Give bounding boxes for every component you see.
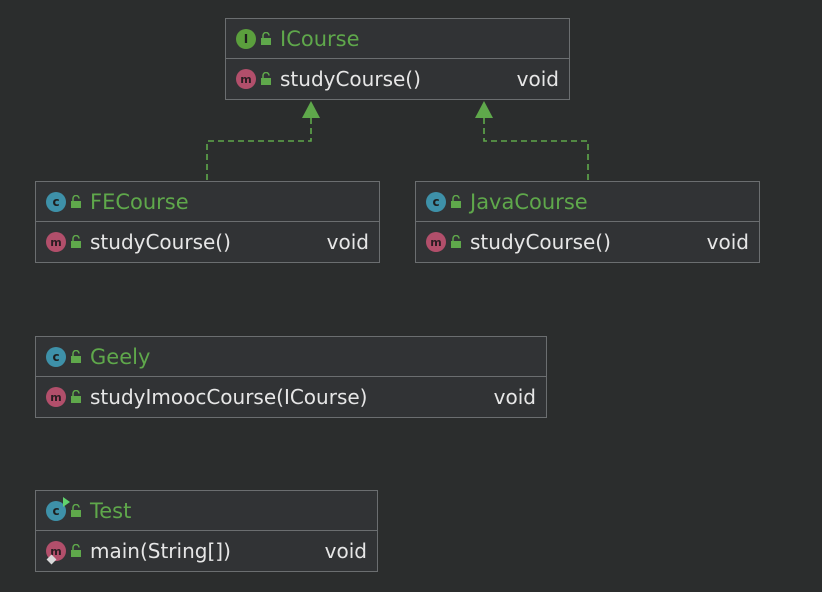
class-name: ICourse: [280, 26, 360, 51]
method-name: studyCourse(): [90, 230, 231, 254]
method-name: studyCourse(): [280, 67, 421, 91]
method-row[interactable]: m studyImoocCourse(ICourse) void: [36, 377, 546, 417]
method-row[interactable]: m studyCourse() void: [36, 222, 379, 262]
class-name: FECourse: [90, 189, 189, 214]
method-return-type: void: [706, 230, 749, 254]
public-visibility-icon: [261, 72, 271, 85]
method-badge-icon: m: [236, 69, 256, 89]
public-visibility-icon: [71, 390, 81, 403]
interface-badge-icon: I: [236, 28, 256, 49]
class-name: JavaCourse: [470, 189, 588, 214]
method-badge-icon: m: [426, 232, 446, 252]
uml-class-test[interactable]: c Test m main(String[]) void: [35, 490, 378, 572]
run-marker-icon: [63, 496, 70, 507]
method-return-type: void: [493, 385, 536, 409]
class-badge-icon: c: [46, 346, 66, 367]
runnable-class-badge-icon: c: [46, 496, 70, 521]
static-method-badge-icon: m: [46, 541, 66, 565]
method-name: studyCourse(): [470, 230, 611, 254]
class-badge-icon: c: [426, 191, 446, 212]
realization-arrowhead: [475, 101, 493, 118]
public-visibility-icon: [71, 544, 81, 557]
method-badge-icon: m: [46, 232, 66, 252]
realization-javacourse-icourse: [475, 101, 589, 180]
class-name: Test: [90, 498, 132, 523]
class-name: Geely: [90, 344, 151, 369]
realization-arrowhead: [302, 101, 320, 118]
public-visibility-icon: [451, 194, 461, 208]
method-badge-letter: m: [50, 544, 62, 558]
uml-class-javacourse[interactable]: c JavaCourse m studyCourse() void: [415, 181, 760, 263]
method-name: studyImoocCourse(ICourse): [90, 385, 368, 409]
uml-class-geely[interactable]: c Geely m studyImoocCourse(ICourse) void: [35, 336, 547, 418]
uml-header: I ICourse: [226, 19, 569, 59]
public-visibility-icon: [451, 235, 461, 248]
public-visibility-icon: [71, 194, 81, 208]
public-visibility-icon: [71, 349, 81, 363]
uml-header: c Geely: [36, 337, 546, 377]
uml-class-fecourse[interactable]: c FECourse m studyCourse() void: [35, 181, 380, 263]
uml-header: c FECourse: [36, 182, 379, 222]
uml-header: c JavaCourse: [416, 182, 759, 222]
method-row[interactable]: m studyCourse() void: [416, 222, 759, 262]
method-row[interactable]: m studyCourse() void: [226, 59, 569, 99]
method-return-type: void: [326, 230, 369, 254]
method-badge-icon: m: [46, 387, 66, 407]
public-visibility-icon: [71, 503, 81, 517]
public-visibility-icon: [71, 235, 81, 248]
uml-header: c Test: [36, 491, 377, 531]
uml-interface-icourse[interactable]: I ICourse m studyCourse() void: [225, 18, 570, 100]
class-badge-letter: c: [52, 503, 60, 518]
public-visibility-icon: [261, 31, 271, 45]
method-return-type: void: [516, 67, 559, 91]
method-row[interactable]: m main(String[]) void: [36, 531, 377, 571]
class-badge-icon: c: [46, 191, 66, 212]
method-name: main(String[]): [90, 539, 231, 563]
realization-fecourse-icourse: [206, 101, 320, 180]
method-return-type: void: [324, 539, 367, 563]
